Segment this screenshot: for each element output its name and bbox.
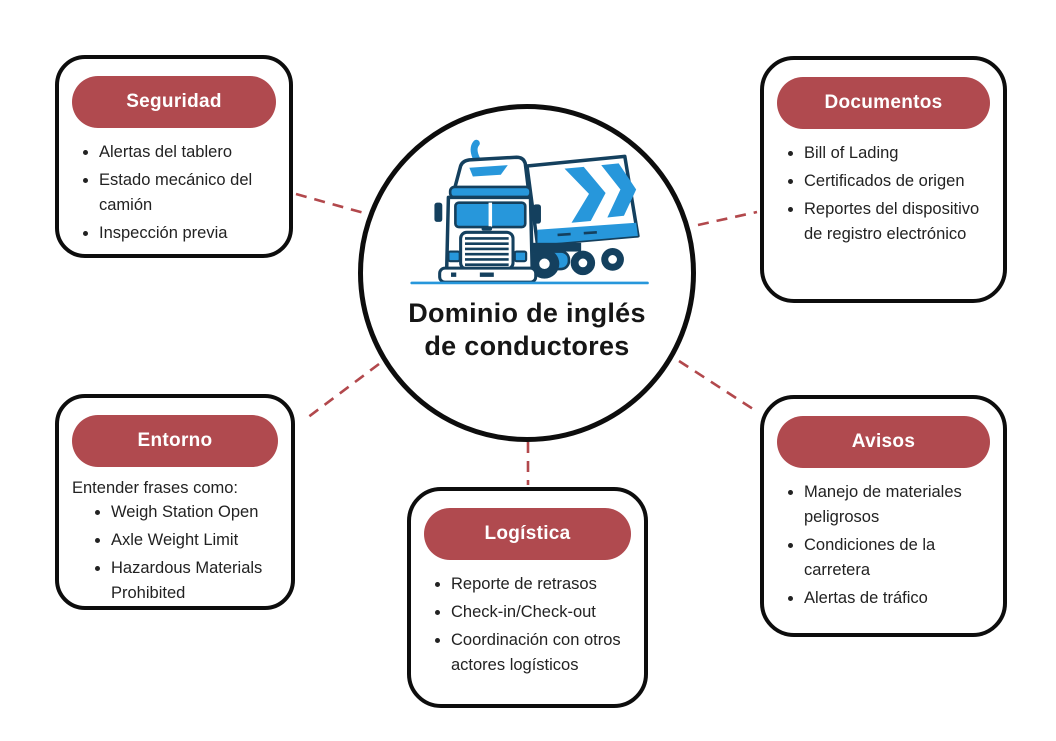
list-item: Certificados de origen xyxy=(804,169,989,194)
truck-icon xyxy=(396,139,658,289)
card-logistica: Logística Reporte de retrasos Check-in/C… xyxy=(407,487,648,708)
list-item: Condiciones de la carretera xyxy=(804,533,972,583)
list-item: Reportes del dispositivo de registro ele… xyxy=(804,197,989,247)
center-title-line2: de conductores xyxy=(424,330,630,361)
list-item: Manejo de materiales peligrosos xyxy=(804,480,972,530)
center-node: Dominio de inglés de conductores xyxy=(358,104,696,442)
list-item: Alertas de tráfico xyxy=(804,586,972,611)
card-header-avisos: Avisos xyxy=(777,416,990,468)
center-title: Dominio de inglés de conductores xyxy=(408,297,646,363)
card-documentos: Documentos Bill of Lading Certificados d… xyxy=(760,56,1007,303)
list-item: Weigh Station Open xyxy=(111,500,291,525)
list-item: Hazardous Materials Prohibited xyxy=(111,556,291,606)
entorno-list: Weigh Station Open Axle Weight Limit Haz… xyxy=(59,500,291,606)
card-entorno: Entorno Entender frases como: Weigh Stat… xyxy=(55,394,295,610)
connector-seguridad xyxy=(295,192,365,215)
connector-avisos xyxy=(678,359,754,411)
entorno-intro: Entender frases como: xyxy=(72,479,238,497)
avisos-list: Manejo de materiales peligrosos Condicio… xyxy=(764,480,972,611)
documentos-list: Bill of Lading Certificados de origen Re… xyxy=(764,141,989,247)
card-seguridad: Seguridad Alertas del tablero Estado mec… xyxy=(55,55,293,258)
list-item: Estado mecánico del camión xyxy=(99,168,289,218)
card-header-documentos: Documentos xyxy=(777,77,990,129)
logistica-list: Reporte de retrasos Check-in/Check-out C… xyxy=(411,572,637,678)
list-item: Alertas del tablero xyxy=(99,140,289,165)
list-item: Axle Weight Limit xyxy=(111,528,291,553)
center-title-line1: Dominio de inglés xyxy=(408,298,646,328)
list-item: Check-in/Check-out xyxy=(451,600,637,625)
list-item: Bill of Lading xyxy=(804,141,989,166)
card-header-logistica: Logística xyxy=(424,508,631,560)
card-header-seguridad: Seguridad xyxy=(72,76,276,128)
list-item: Reporte de retrasos xyxy=(451,572,637,597)
card-header-entorno: Entorno xyxy=(72,415,278,467)
connector-documentos xyxy=(697,210,758,227)
seguridad-list: Alertas del tablero Estado mecánico del … xyxy=(59,140,289,246)
list-item: Inspección previa xyxy=(99,221,289,246)
card-avisos: Avisos Manejo de materiales peligrosos C… xyxy=(760,395,1007,637)
connector-entorno xyxy=(302,362,380,423)
list-item: Coordinación con otros actores logístico… xyxy=(451,628,637,678)
